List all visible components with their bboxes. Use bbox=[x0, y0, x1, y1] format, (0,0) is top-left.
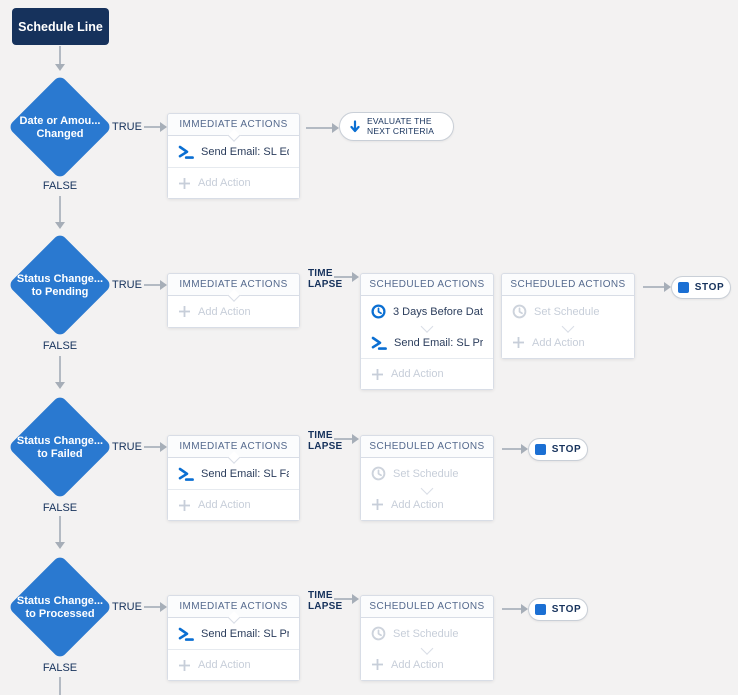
immediate-actions-box: IMMEDIATE ACTIONS Add Action bbox=[167, 273, 300, 328]
time-lapse-label: TIME LAPSE bbox=[308, 590, 343, 612]
connector-arrow bbox=[643, 282, 671, 292]
clock-icon bbox=[371, 466, 386, 481]
false-label: FALSE bbox=[42, 502, 78, 514]
criteria-diamond[interactable] bbox=[7, 394, 113, 500]
connector-arrow bbox=[144, 602, 167, 612]
connector-arrow bbox=[306, 123, 339, 133]
arrow-down-icon bbox=[55, 64, 65, 71]
stop-pill[interactable]: STOP bbox=[671, 276, 731, 299]
plus-icon bbox=[371, 498, 384, 511]
box-header: SCHEDULED ACTIONS bbox=[361, 596, 493, 618]
plus-icon bbox=[371, 368, 384, 381]
trigger-button[interactable]: Schedule Line bbox=[12, 8, 109, 45]
connector-arrow bbox=[334, 434, 359, 444]
true-label: TRUE bbox=[112, 121, 142, 133]
arrow-down-icon bbox=[55, 542, 65, 549]
arrow-down-icon bbox=[349, 120, 361, 133]
connector-line bbox=[59, 356, 61, 382]
set-schedule-button[interactable]: Set Schedule bbox=[361, 618, 493, 649]
scheduled-actions-box: SCHEDULED ACTIONS 3 Days Before Date... … bbox=[360, 273, 494, 390]
stop-icon bbox=[534, 604, 546, 615]
stop-pill[interactable]: STOP bbox=[528, 598, 588, 621]
clock-icon bbox=[371, 626, 386, 641]
plus-icon bbox=[178, 659, 191, 672]
clock-icon bbox=[371, 304, 386, 319]
connector-arrow bbox=[334, 594, 359, 604]
evaluate-next-criteria-pill[interactable]: EVALUATE THE NEXT CRITERIA bbox=[339, 112, 454, 141]
connector-line bbox=[59, 677, 61, 695]
criteria-diamond[interactable] bbox=[7, 232, 113, 338]
false-label: FALSE bbox=[42, 340, 78, 352]
arrow-down-icon bbox=[55, 222, 65, 229]
email-icon bbox=[178, 145, 194, 159]
plus-icon bbox=[371, 658, 384, 671]
box-header: SCHEDULED ACTIONS bbox=[361, 436, 493, 458]
add-action-button[interactable]: Add Action bbox=[168, 167, 299, 198]
true-label: TRUE bbox=[112, 441, 142, 453]
scheduled-actions-box: SCHEDULED ACTIONS Set Schedule Add Actio… bbox=[360, 595, 494, 681]
email-icon bbox=[178, 467, 194, 481]
clock-icon bbox=[512, 304, 527, 319]
email-icon bbox=[371, 336, 387, 350]
true-label: TRUE bbox=[112, 279, 142, 291]
plus-icon bbox=[178, 177, 191, 190]
connector-line bbox=[59, 196, 61, 222]
add-action-button[interactable]: Add Action bbox=[168, 649, 299, 680]
set-schedule-button[interactable]: Set Schedule bbox=[361, 458, 493, 489]
true-label: TRUE bbox=[112, 601, 142, 613]
immediate-actions-box: IMMEDIATE ACTIONS Send Email: SL Edit...… bbox=[167, 113, 300, 199]
criteria-diamond[interactable] bbox=[7, 74, 113, 180]
scheduled-actions-box: SCHEDULED ACTIONS Set Schedule Add Actio… bbox=[501, 273, 635, 359]
stop-pill[interactable]: STOP bbox=[528, 438, 588, 461]
box-header: SCHEDULED ACTIONS bbox=[502, 274, 634, 296]
add-action-button[interactable]: Add Action bbox=[361, 358, 493, 389]
time-lapse-label: TIME LAPSE bbox=[308, 268, 343, 290]
false-label: FALSE bbox=[42, 662, 78, 674]
arrow-down-icon bbox=[55, 382, 65, 389]
connector-arrow bbox=[144, 280, 167, 290]
email-icon bbox=[178, 627, 194, 641]
pill-label: EVALUATE THE NEXT CRITERIA bbox=[367, 116, 435, 136]
scheduled-actions-box: SCHEDULED ACTIONS Set Schedule Add Actio… bbox=[360, 435, 494, 521]
stop-icon bbox=[534, 444, 546, 455]
time-lapse-label: TIME LAPSE bbox=[308, 430, 343, 452]
connector-line bbox=[59, 516, 61, 542]
connector-line bbox=[59, 46, 61, 64]
stop-icon bbox=[677, 282, 689, 293]
connector-arrow bbox=[334, 272, 359, 282]
connector-arrow bbox=[144, 442, 167, 452]
criteria-diamond[interactable] bbox=[7, 554, 113, 660]
immediate-actions-box: IMMEDIATE ACTIONS Send Email: SL Proc...… bbox=[167, 595, 300, 681]
add-action-button[interactable]: Add Action bbox=[168, 489, 299, 520]
plus-icon bbox=[178, 305, 191, 318]
plus-icon bbox=[512, 336, 525, 349]
connector-arrow bbox=[144, 122, 167, 132]
immediate-actions-box: IMMEDIATE ACTIONS Send Email: SL Failed … bbox=[167, 435, 300, 521]
connector-arrow bbox=[502, 604, 528, 614]
connector-arrow bbox=[502, 444, 528, 454]
false-label: FALSE bbox=[42, 180, 78, 192]
plus-icon bbox=[178, 499, 191, 512]
box-header: SCHEDULED ACTIONS bbox=[361, 274, 493, 296]
